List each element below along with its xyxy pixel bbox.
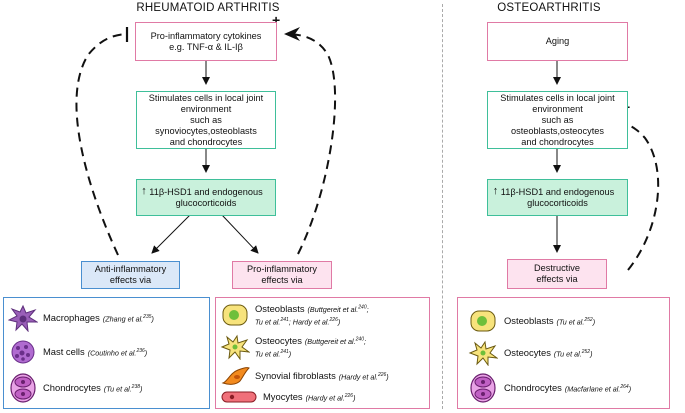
feedback-plus-sign: + (272, 12, 281, 28)
anti-cells-panel: Macrophages (Zhang et al.235) Mast cells… (3, 297, 210, 409)
up-arrow-icon: ↑ (492, 184, 499, 197)
chondrocyte-icon (10, 373, 36, 403)
ra-header: RHEUMATOID ARTHRITIS (136, 2, 280, 14)
mast-cell-icon (11, 340, 35, 364)
oa-header: OSTEOARTHRITIS (497, 2, 601, 14)
list-item: Osteocytes (Tu et al.252) (468, 340, 592, 366)
macrophage-icon (8, 304, 38, 332)
list-item: Myocytes (Hardy et al.226) (220, 389, 356, 405)
pro-cells-panel: Osteoblasts(Buttgereit et al.240; Tu et … (215, 297, 430, 409)
list-item: Chondrocytes (Tu et al.238) (8, 372, 142, 404)
section-divider (442, 4, 443, 409)
oa-cells-panel: Osteoblasts (Tu et al.252) Osteocytes (T… (457, 297, 670, 409)
list-item: Macrophages (Zhang et al.235) (8, 304, 154, 332)
feedback-inhibition-line (75, 33, 127, 256)
list-item: Synovial fibroblasts (Hardy et al.226) (220, 365, 389, 387)
aging-box: Aging (487, 22, 628, 61)
osteoblast-icon (470, 310, 496, 332)
feedback-activation-line (284, 27, 337, 255)
arrow-hsd-to-anti (151, 214, 191, 254)
osteocyte-icon (220, 334, 250, 360)
osteoblast-icon (222, 304, 248, 326)
list-item: Mast cells (Coutinho et al.236) (8, 339, 147, 365)
list-item: Chondrocytes (Macfarlane et al.264) (468, 372, 631, 404)
list-item: Osteocytes(Buttgereit et al.240; Tu et a… (220, 334, 366, 360)
arrow-hsd-to-pro (221, 214, 259, 254)
myocyte-icon (221, 391, 257, 403)
osteocyte-icon (468, 340, 498, 366)
synovial-fibroblast-icon (221, 367, 250, 385)
up-arrow-icon: ↑ (141, 184, 147, 197)
chondrocyte-icon (470, 373, 496, 403)
list-item: Osteoblasts (Tu et al.252) (468, 308, 595, 334)
list-item: Osteoblasts(Buttgereit et al.240; Tu et … (220, 302, 369, 328)
